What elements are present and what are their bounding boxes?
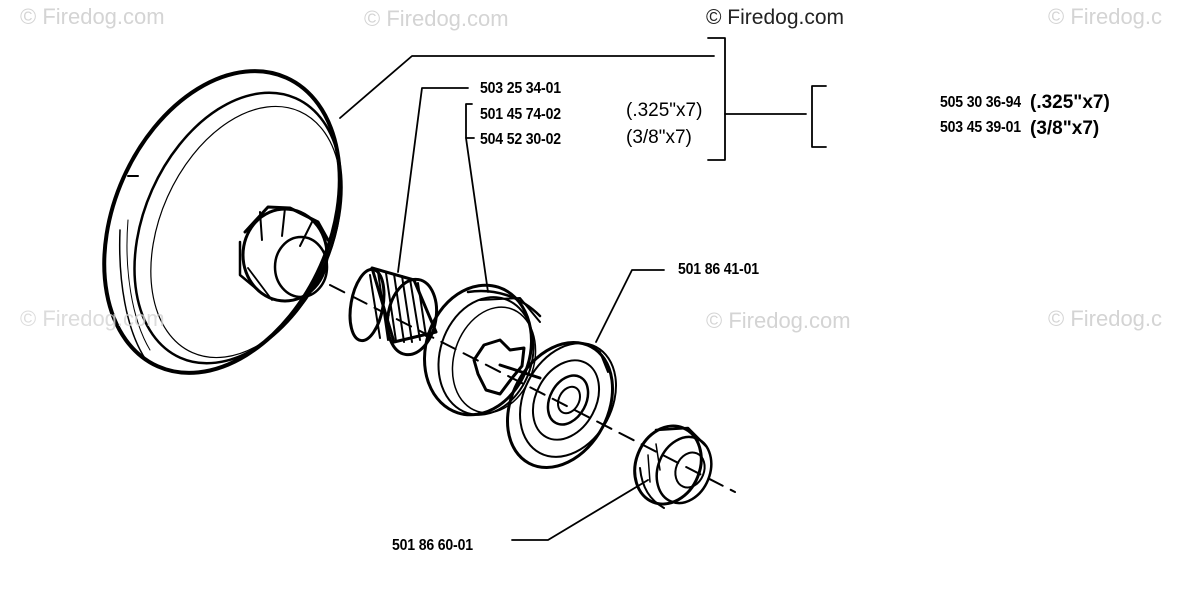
spec-kit-325: (.325"x7) <box>1030 92 1110 113</box>
nut <box>633 424 713 509</box>
rim-sprocket <box>423 283 542 417</box>
label-sprocket-38: 504 52 30-02 <box>480 131 561 148</box>
washer <box>505 341 617 469</box>
leader-lines <box>339 37 827 541</box>
spec-38: (3/8"x7) <box>626 127 692 148</box>
watermark-mid-left: © Firedog.com <box>20 306 165 331</box>
assembly-axis <box>329 284 736 493</box>
drum-hub <box>238 205 330 303</box>
label-sprocket-325: 501 45 74-02 <box>480 106 561 123</box>
label-kit-325: 505 30 36-94 <box>940 94 1021 111</box>
label-bearing: 503 25 34-01 <box>480 80 561 97</box>
watermark-top-center: © Firedog.com <box>706 6 845 29</box>
spec-325: (.325"x7) <box>626 100 703 121</box>
label-nut: 501 86 60-01 <box>392 537 473 554</box>
spec-kit-38: (3/8"x7) <box>1030 118 1100 139</box>
watermark-top-left: © Firedog.com <box>20 4 165 29</box>
label-kit-38: 503 45 39-01 <box>940 119 1021 136</box>
watermark-mid-center: © Firedog.com <box>706 308 851 333</box>
watermark-top-mid: © Firedog.com <box>364 6 509 31</box>
watermark-top-right: © Firedog.c <box>1048 4 1163 29</box>
watermark-mid-right: © Firedog.c <box>1048 306 1163 331</box>
clutch-drum <box>102 69 343 375</box>
label-washer: 501 86 41-01 <box>678 261 759 278</box>
needle-bearing <box>348 266 439 357</box>
